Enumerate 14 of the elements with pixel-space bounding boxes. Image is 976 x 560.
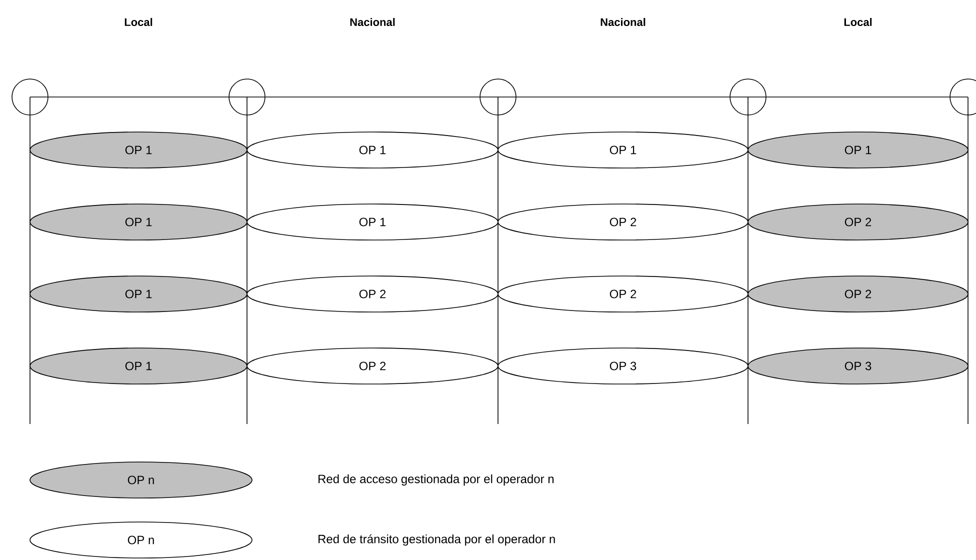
circle: [730, 78, 766, 116]
connector-line: [48, 96, 229, 98]
label: Nacional: [350, 18, 395, 26]
connector-line: [766, 96, 950, 98]
label: Nacional: [600, 18, 646, 26]
label: Local: [124, 18, 152, 26]
circle: [12, 78, 48, 116]
label: Local: [844, 18, 872, 26]
connector-line: [516, 96, 730, 98]
circle: [480, 78, 516, 116]
legend-text: Red de tránsito gestionada por el operador n: [318, 534, 555, 546]
circle: [228, 78, 266, 116]
legend-text: Red de acceso gestionada por el operador n: [318, 474, 554, 486]
connector-line: [265, 96, 480, 98]
